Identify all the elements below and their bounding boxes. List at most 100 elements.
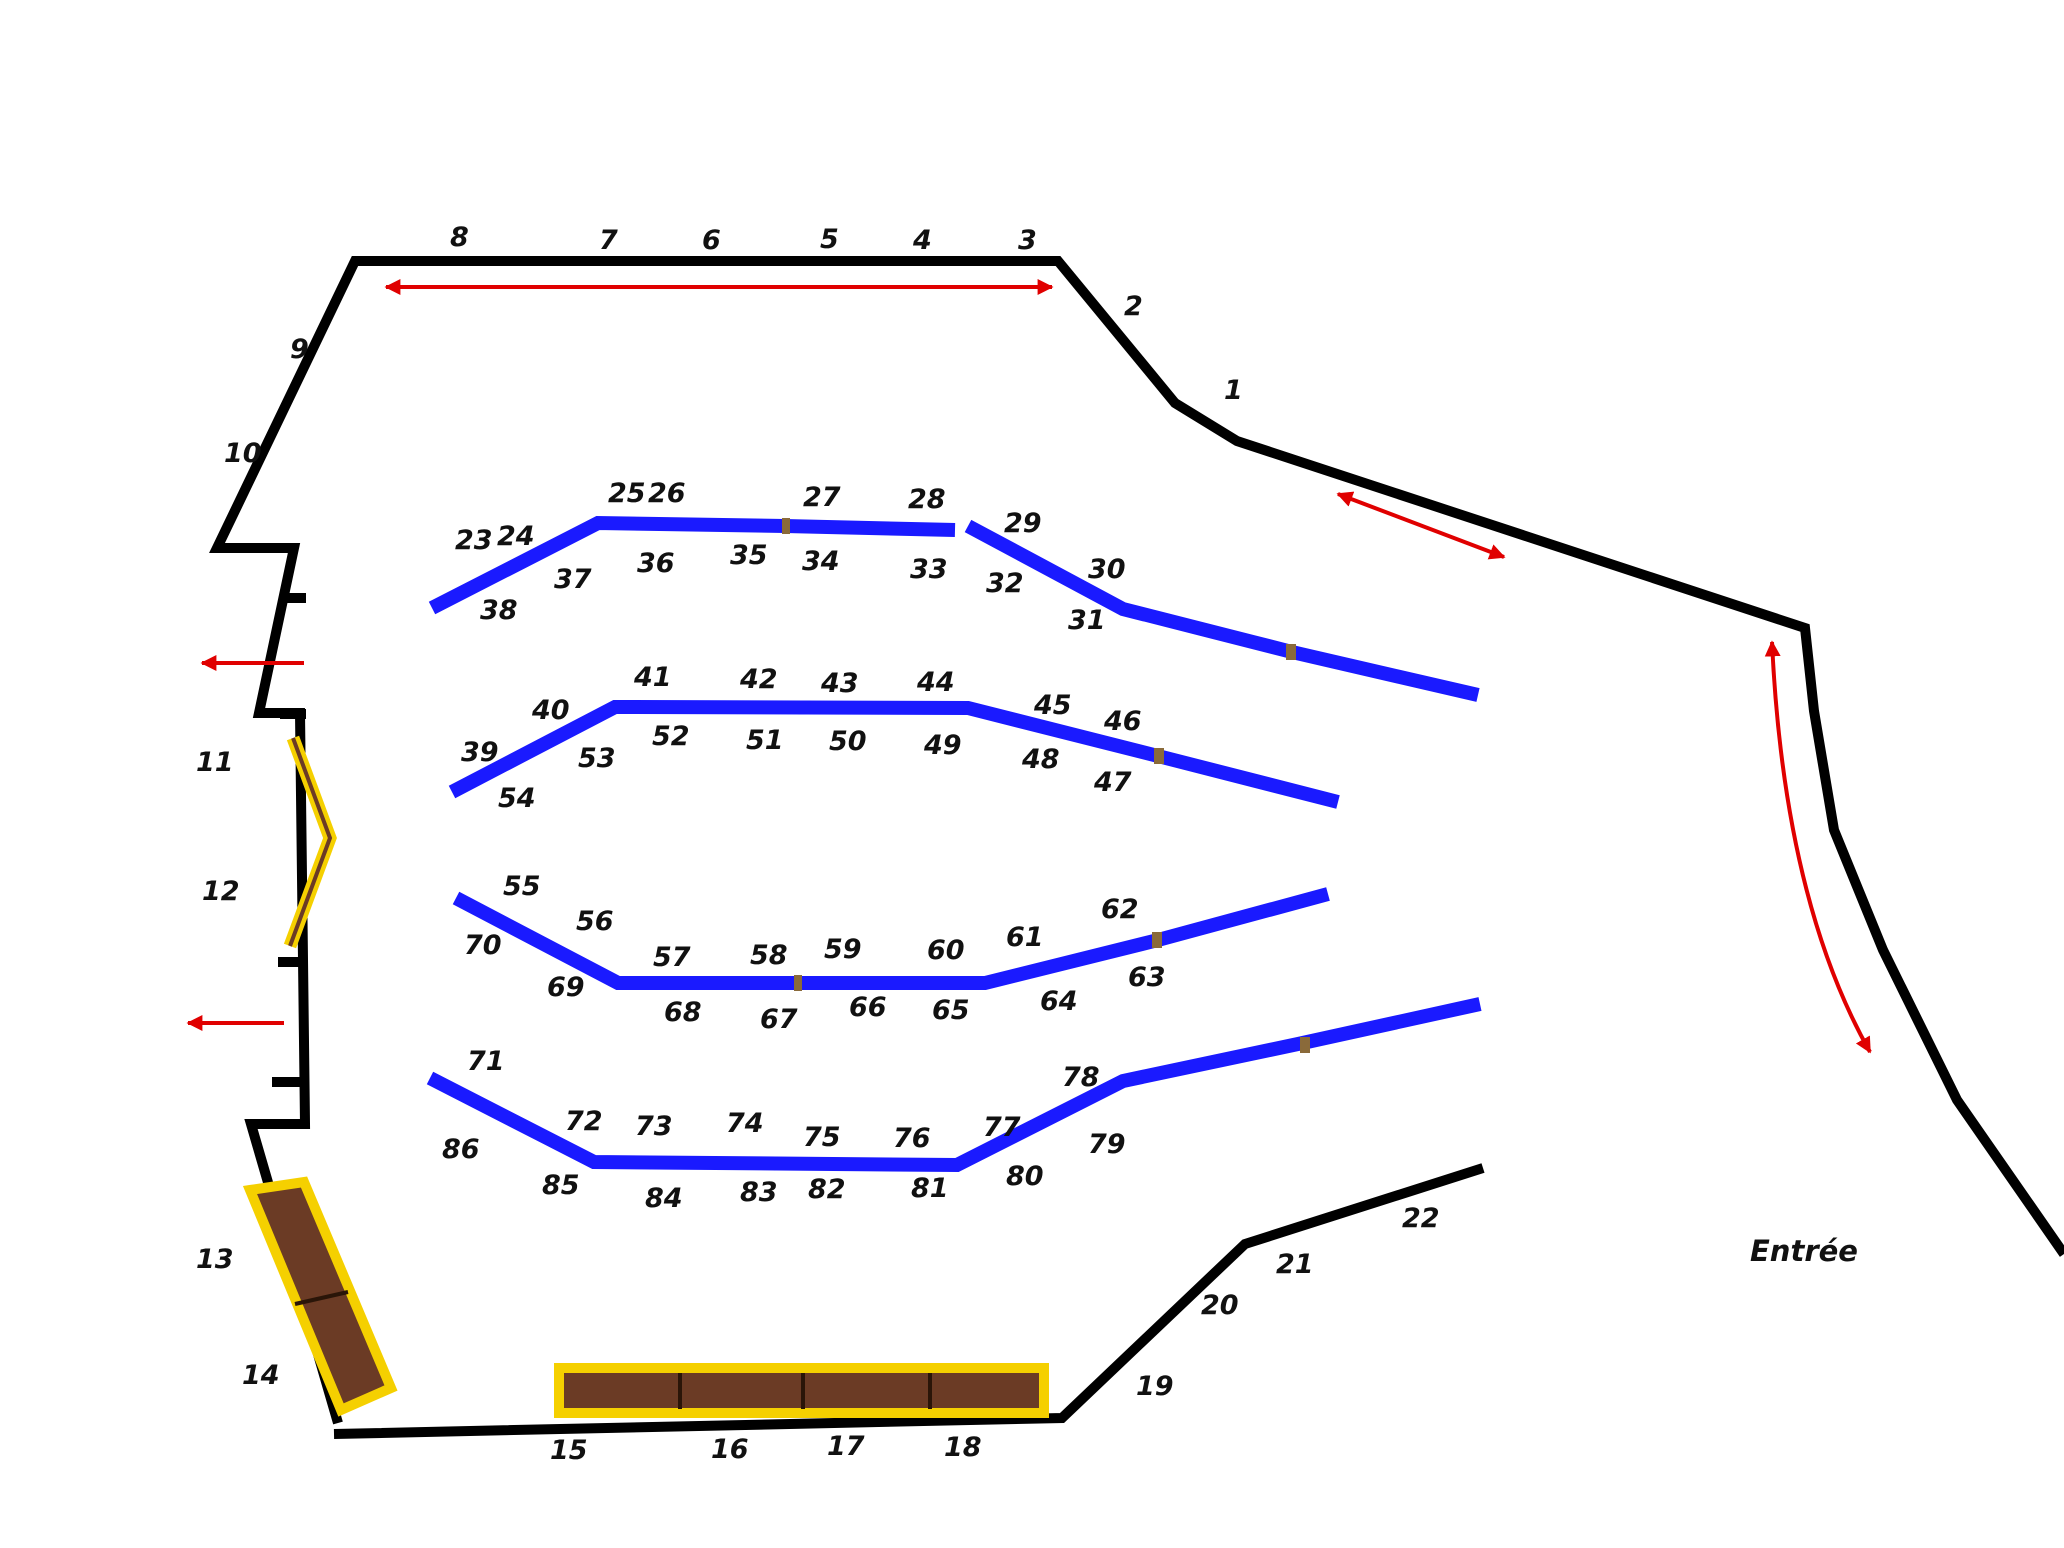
stand-number: 77 [983,1112,1021,1143]
stand-number: 76 [893,1123,931,1154]
panel-joint [782,518,790,534]
panel-joint [1152,932,1162,948]
stand-number: 52 [652,721,690,752]
stand-number: 68 [664,997,702,1028]
stand-number: 42 [739,664,778,695]
stand-number: 26 [648,478,686,509]
stand-number: 73 [635,1111,673,1142]
stand-number: 81 [911,1173,949,1204]
arrows [186,279,1872,1054]
stand-number: 35 [730,540,768,571]
stand-number: 5 [820,224,839,255]
stand-number: 78 [1062,1062,1100,1093]
stand-number: 22 [1402,1203,1440,1234]
stand-number: 41 [633,662,672,693]
stand-number: 75 [803,1122,841,1153]
table-divider [294,1290,349,1306]
panel-joint [1286,644,1296,660]
stand-number: 44 [916,667,955,698]
stand-number: 29 [1004,508,1042,539]
stand-number: 46 [1103,706,1142,737]
stand-number: 6 [702,225,721,256]
furniture [242,735,1049,1418]
stand-number: 9 [290,334,309,365]
panel-joint [1154,748,1164,764]
wall-bottom [333,1163,1485,1439]
panel-row-2 [448,699,1340,809]
stand-number: 36 [637,548,675,579]
stand-number: 56 [576,906,614,937]
stand-number: 65 [932,995,970,1026]
stand-number: 40 [531,695,570,726]
panel-row-1 [428,515,956,615]
stand-number: 79 [1088,1129,1126,1160]
stand-number: 45 [1033,690,1072,721]
stand-number: 10 [224,438,262,469]
table-bottom-left [242,1176,398,1417]
stand-number: 74 [726,1108,764,1139]
stand-number: 58 [750,940,788,971]
stand-number: 24 [497,521,535,552]
stand-number: 69 [547,972,585,1003]
stand-number: 17 [827,1431,865,1462]
stand-number: 18 [944,1432,982,1463]
stand-number: 54 [498,783,536,814]
panel-row-4 [426,997,1482,1173]
stand-number: 19 [1136,1371,1174,1402]
stand-number: 13 [196,1244,234,1275]
stand-number: 62 [1101,894,1139,925]
stand-number: 14 [242,1360,280,1391]
stand-number: 37 [554,564,592,595]
stand-number: 21 [1276,1249,1314,1280]
stand-number: 57 [653,942,691,973]
stand-number: 23 [455,525,493,556]
stand-number: 82 [808,1174,846,1205]
stand-number: 70 [464,930,502,961]
stand-number: 51 [746,725,784,756]
stand-number: 28 [908,484,946,515]
panel-joint [794,975,802,991]
stand-number: 27 [803,482,841,513]
double-arrow-right-wall [1336,491,1506,560]
stand-number: 53 [578,743,616,774]
display-panels [426,515,1482,1173]
stand-number: 8 [450,222,469,253]
stand-number: 43 [820,668,859,699]
stand-number: 47 [1093,767,1132,798]
stand-number: 4 [912,225,932,256]
stand-number: 12 [202,876,240,907]
stand-number: 32 [986,568,1024,599]
panel-joint [1300,1037,1310,1053]
stand-number: 80 [1006,1161,1044,1192]
panel-joints [782,518,1310,1053]
stand-number: 83 [740,1177,778,1208]
stand-number: 49 [923,730,962,761]
stand-number: 33 [910,554,948,585]
stand-number: 2 [1124,291,1143,322]
stand-number: 60 [927,935,965,966]
stand-number: 48 [1021,744,1060,775]
stand-number: 3 [1018,225,1037,256]
stand-number: 63 [1128,962,1166,993]
stand-number: 67 [760,1004,798,1035]
stand-number: 84 [645,1183,683,1214]
stand-number: 59 [824,934,862,965]
stand-number: 71 [467,1046,505,1077]
stand-number: 15 [550,1435,588,1466]
stand-number: 38 [480,595,518,626]
stand-number: 7 [599,225,618,256]
panel-row-3 [452,887,1330,990]
stand-number: 25 [608,478,646,509]
stand-number: 39 [461,737,499,768]
stand-number: 1 [1224,375,1243,406]
stand-number: 30 [1088,554,1126,585]
chevron-panel-core [288,737,333,947]
stand-number: 16 [711,1434,749,1465]
stand-number: 86 [442,1134,480,1165]
stand-number: 34 [802,546,840,577]
stand-number: 31 [1068,605,1106,636]
stand-number: 50 [829,726,867,757]
stand-number: 72 [565,1106,603,1137]
stand-number: 11 [196,747,234,778]
